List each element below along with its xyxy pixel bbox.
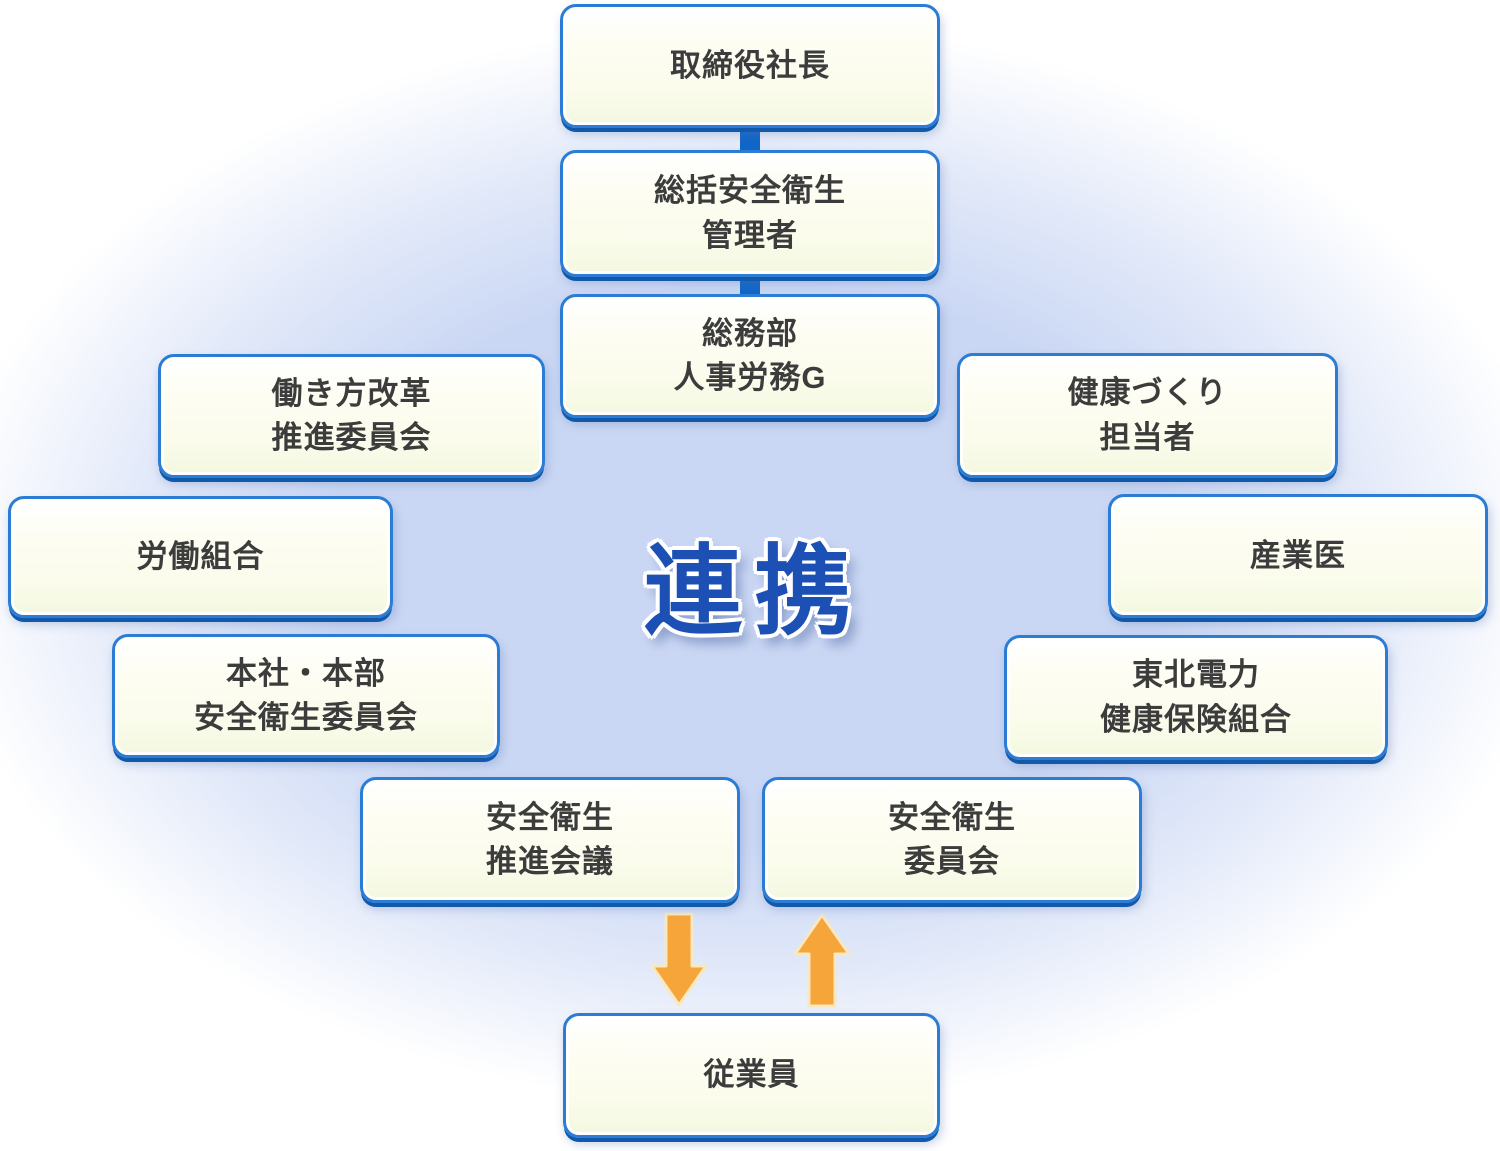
- node-employees: 従業員: [563, 1013, 940, 1138]
- node-health-promotion-staff: 健康づくり 担当者: [957, 353, 1338, 478]
- node-safety-promotion-council: 安全衛生 推進会議: [360, 777, 740, 903]
- node-label: 総括安全衛生: [654, 173, 846, 209]
- node-label: 総務部: [702, 315, 798, 351]
- arrow-down-icon: [650, 912, 708, 1007]
- node-hr-labor-group: 総務部 人事労務G: [560, 294, 940, 418]
- node-label: 安全衛生委員会: [194, 700, 418, 735]
- node-label: 人事労務G: [673, 360, 827, 395]
- node-president: 取締役社長: [560, 4, 940, 128]
- node-label: 推進会議: [486, 844, 614, 879]
- node-label: 健康づくり: [1067, 375, 1228, 411]
- node-label: 安全衛生: [888, 799, 1016, 835]
- node-label: 働き方改革: [271, 375, 432, 411]
- node-hq-safety-health-committee: 本社・本部 安全衛生委員会: [112, 634, 500, 758]
- connector-president-to-manager: [740, 118, 760, 158]
- node-label: 本社・本部: [226, 655, 386, 691]
- node-label: 管理者: [702, 217, 798, 253]
- node-tohoku-health-insurance: 東北電力 健康保険組合: [1004, 635, 1388, 760]
- node-label: 東北電力: [1132, 657, 1260, 693]
- node-label: 労働組合: [136, 538, 265, 574]
- node-label: 健康保険組合: [1100, 701, 1292, 737]
- node-occupational-physician: 産業医: [1108, 494, 1488, 618]
- node-label: 委員会: [904, 844, 1000, 879]
- node-label: 担当者: [1099, 419, 1196, 455]
- center-cooperation-label: 連携: [644, 534, 865, 649]
- node-label: 産業医: [1250, 537, 1346, 573]
- node-workstyle-reform-committee: 働き方改革 推進委員会: [158, 354, 545, 478]
- node-label: 安全衛生: [486, 799, 614, 835]
- node-label: 従業員: [703, 1057, 800, 1093]
- node-label: 取締役社長: [670, 47, 830, 83]
- node-labor-union: 労働組合: [8, 496, 393, 618]
- arrow-up-icon: [793, 913, 851, 1008]
- node-label: 推進委員会: [271, 420, 432, 455]
- node-safety-health-committee: 安全衛生 委員会: [762, 777, 1142, 903]
- node-general-safety-manager: 総括安全衛生 管理者: [560, 150, 940, 277]
